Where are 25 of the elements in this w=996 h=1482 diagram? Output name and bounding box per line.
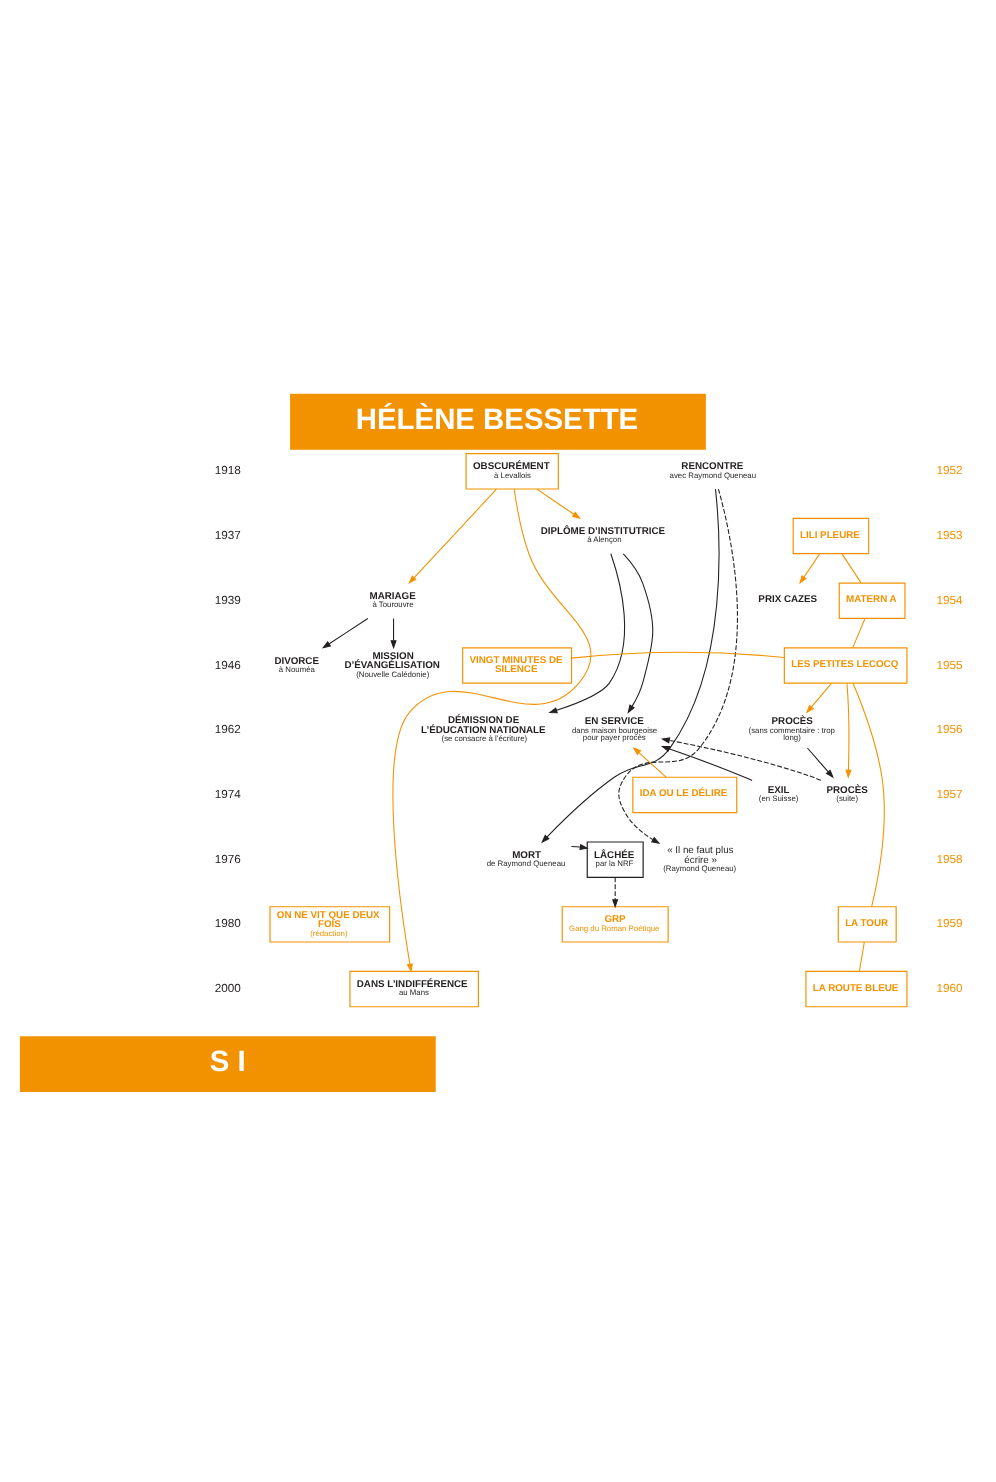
arrow — [408, 488, 497, 584]
caption: S I — [209, 1046, 246, 1079]
connector — [852, 618, 866, 649]
connector — [852, 682, 885, 908]
connector — [858, 941, 865, 972]
arrow — [321, 618, 369, 649]
arrow — [660, 746, 753, 782]
diagram-title: HÉLÈNE BESSETTE — [355, 404, 639, 437]
arrow — [632, 746, 667, 778]
arrow — [805, 682, 832, 714]
arrow — [536, 488, 581, 520]
arrow — [660, 737, 822, 781]
arrow — [570, 843, 589, 851]
arrow — [622, 553, 654, 714]
arrow — [799, 553, 821, 585]
connector — [571, 651, 785, 659]
arrow — [806, 747, 834, 779]
arrow — [548, 553, 626, 714]
connector — [841, 553, 862, 584]
arrow — [392, 488, 592, 973]
arrow — [845, 683, 852, 779]
arrow — [541, 488, 720, 844]
arrow — [618, 488, 738, 844]
arrow — [390, 618, 397, 650]
arrow — [612, 876, 619, 909]
